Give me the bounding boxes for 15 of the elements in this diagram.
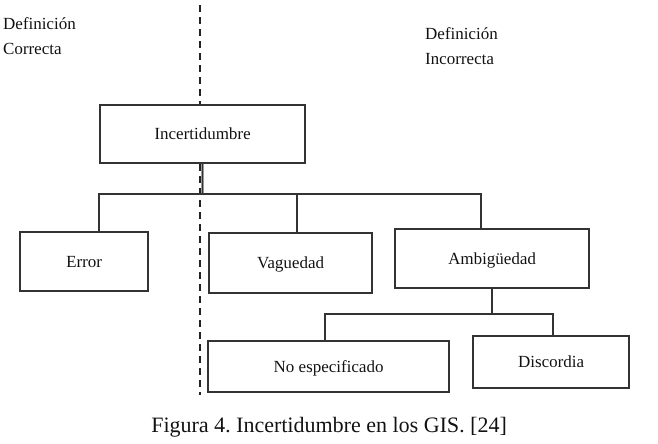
process-box — [208, 232, 373, 294]
box-label: Incertidumbre — [154, 124, 251, 144]
process-box — [99, 104, 306, 164]
process-box — [207, 340, 450, 393]
box-label: Error — [66, 252, 102, 272]
process-box — [472, 335, 630, 389]
region-label: Definición Correcta — [3, 13, 77, 60]
process-box — [19, 231, 149, 292]
box-label: Vaguedad — [256, 253, 324, 273]
box-label: Discordia — [518, 352, 584, 372]
figure-caption: Figura 4. Incertidumbre en los GIS. [24] — [150, 412, 508, 438]
box-label: No especificado — [274, 356, 384, 376]
box-label: Ambigüedad — [448, 248, 536, 268]
region-label: Definición Incorrecta — [425, 23, 499, 70]
process-box — [394, 228, 590, 289]
